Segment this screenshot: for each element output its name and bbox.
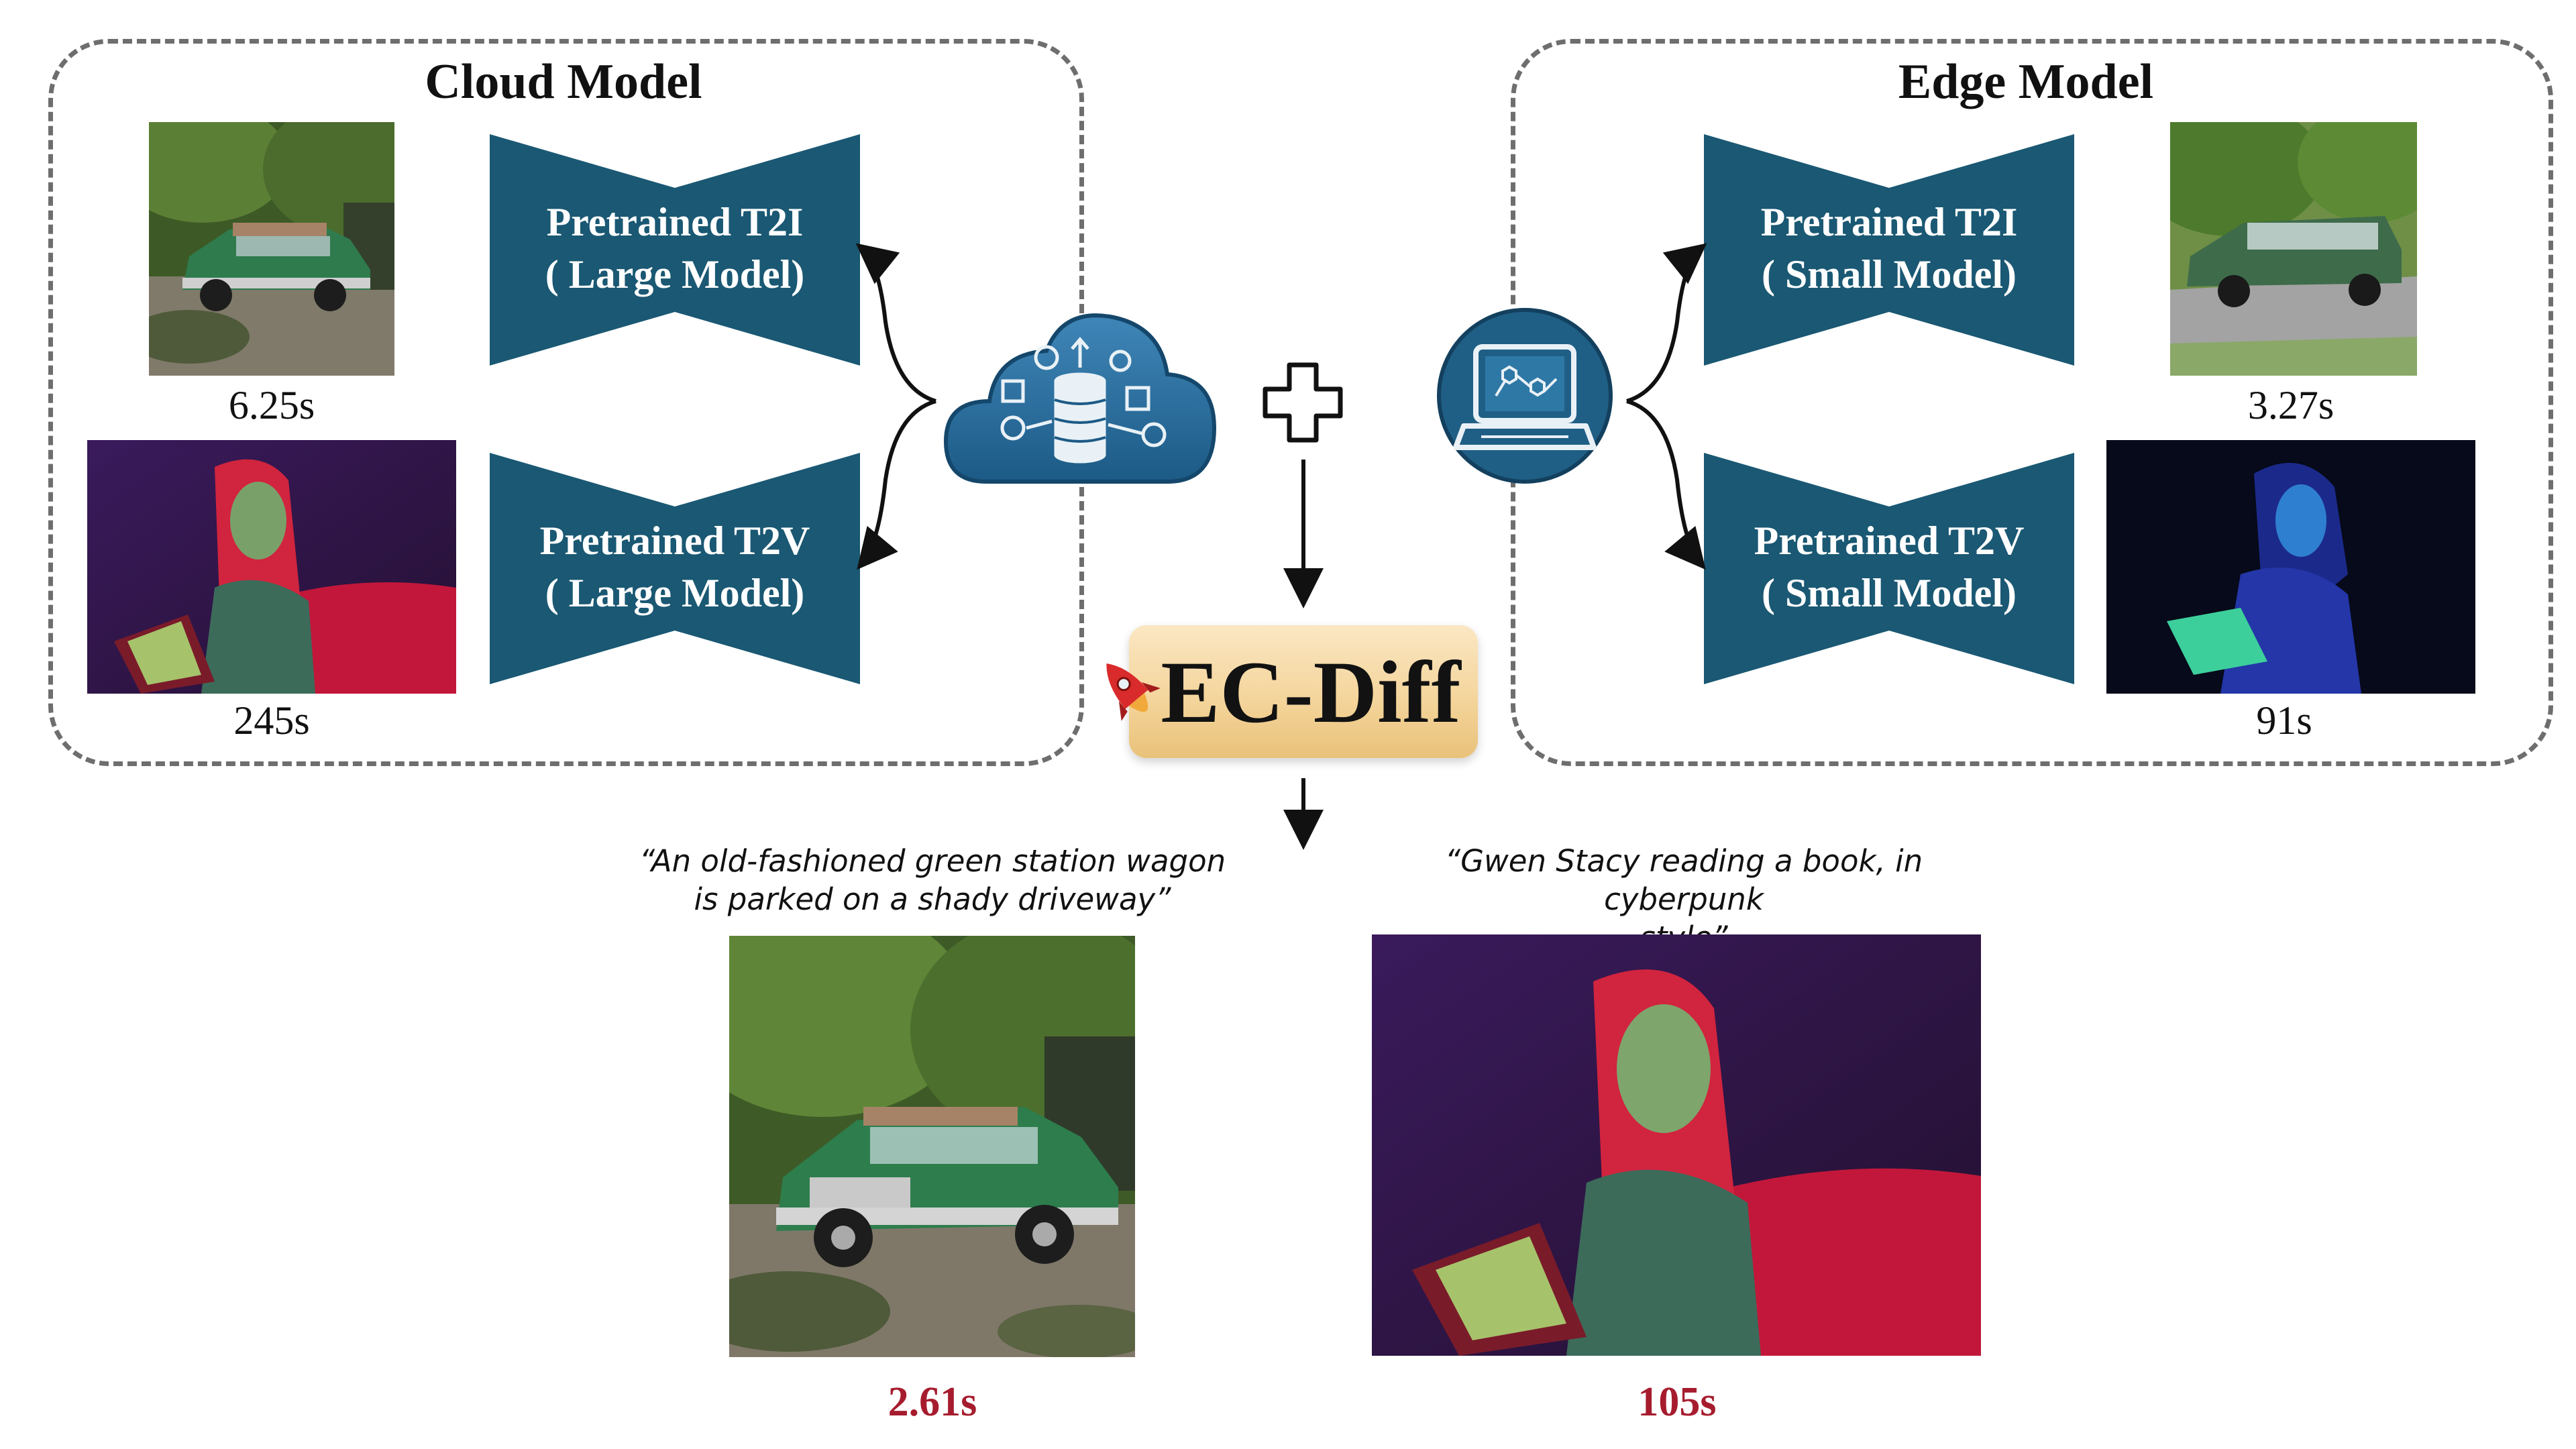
car-prompt-caption: “An old-fashioned green station wagon is… xyxy=(624,842,1241,918)
car-caption-line1: “An old-fashioned green station wagon xyxy=(624,842,1241,880)
plus-icon xyxy=(1263,362,1343,443)
rocket-icon xyxy=(1092,651,1173,738)
result-car-time: 2.61s xyxy=(832,1379,1033,1426)
ec-diff-label: EC-Diff xyxy=(1129,625,1478,758)
result-gwen-image xyxy=(1372,934,1981,1356)
gwen-caption-line1: “Gwen Stacy reading a book, in cyberpunk xyxy=(1362,842,2006,918)
car-caption-line2: is parked on a shady driveway” xyxy=(624,880,1241,918)
ec-diff-method-box: EC-Diff xyxy=(1129,625,1478,758)
result-car-image xyxy=(729,936,1135,1357)
result-gwen-time: 105s xyxy=(1576,1379,1778,1426)
cloud-database-icon xyxy=(939,301,1221,488)
laptop-network-icon xyxy=(1434,305,1615,486)
